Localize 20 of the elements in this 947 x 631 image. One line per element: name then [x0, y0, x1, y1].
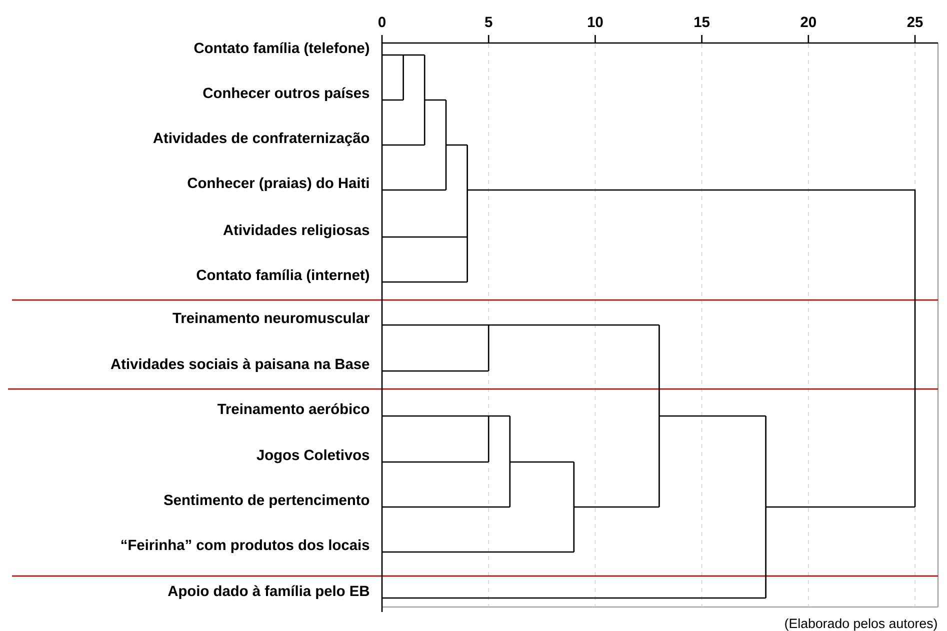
item-label: Jogos Coletivos [256, 449, 370, 464]
item-label: Treinamento aeróbico [218, 403, 370, 414]
tick-label: 20 [800, 16, 816, 28]
tick-label: 15 [694, 16, 710, 28]
item-label: Atividades de confraternização [153, 132, 370, 146]
source-note: (Elaborado pelos autores) [785, 618, 937, 631]
item-label: Apoio dado à família pelo EB [168, 585, 370, 600]
item-label: Atividades religiosas [223, 224, 370, 238]
item-label: Treinamento neuromuscular [172, 312, 370, 324]
tick-label: 10 [588, 16, 603, 28]
tick-label: 5 [484, 16, 492, 28]
item-label: Contato família (telefone) [194, 42, 369, 56]
tick-label: 25 [907, 16, 923, 28]
item-label: “Feirinha” com produtos dos locais [121, 539, 370, 554]
tick-label: 0 [378, 16, 386, 28]
item-label: Sentimento de pertencimento [164, 494, 370, 508]
item-label: Atividades sociais à paisana na Base [110, 358, 370, 372]
item-label: Conhecer (praias) do Haiti [188, 177, 369, 192]
item-label: Conhecer outros países [203, 87, 370, 102]
item-label: Contato família (internet) [196, 269, 369, 284]
